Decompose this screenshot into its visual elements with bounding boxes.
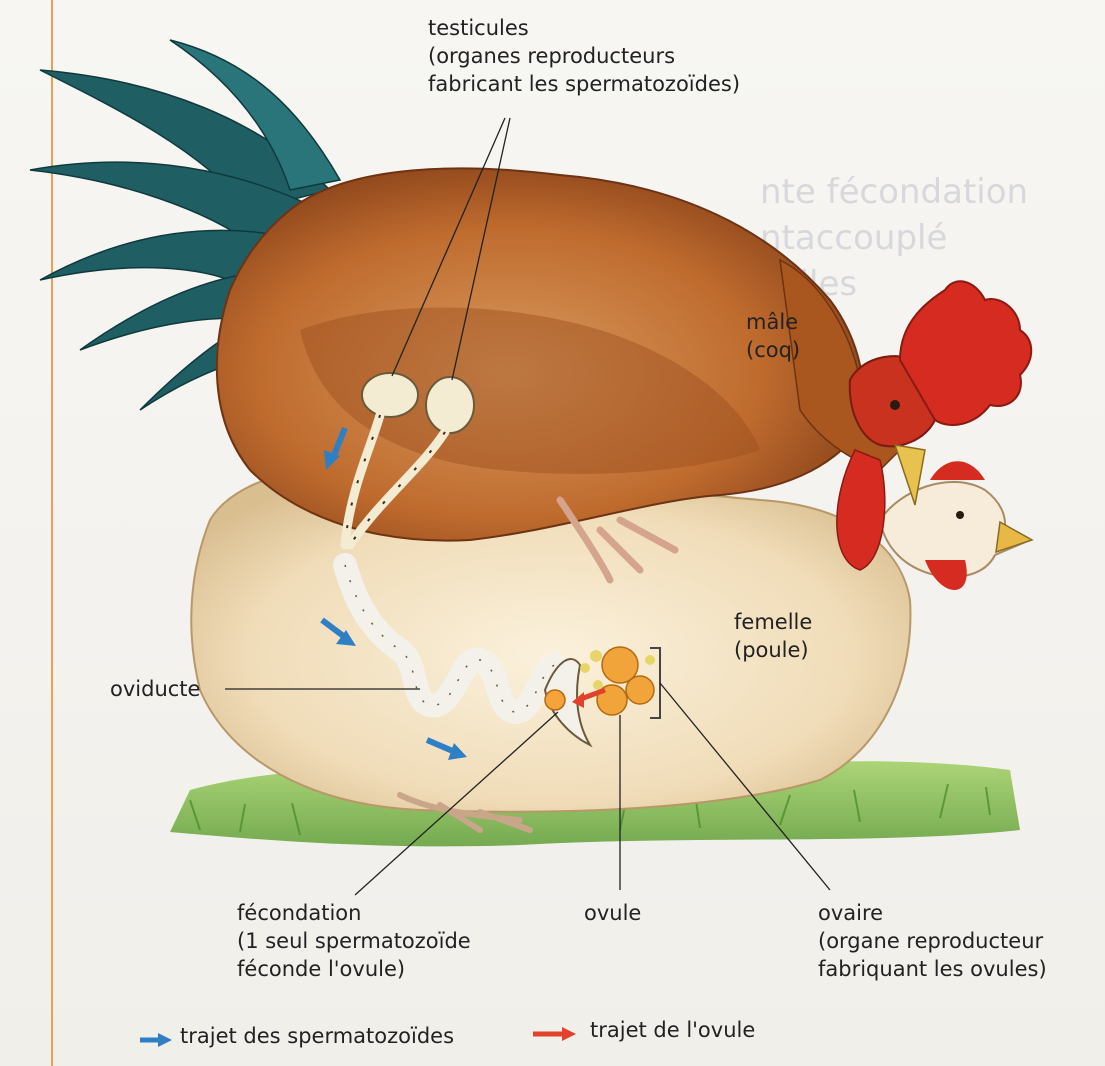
legend-sperm-label: trajet des spermatozoïdes bbox=[180, 1024, 454, 1048]
label-testicules: testicules (organes reproducteurs fabric… bbox=[428, 14, 740, 98]
hen-comb bbox=[930, 461, 985, 480]
legend-sperm-path: trajet des spermatozoïdes bbox=[180, 1024, 454, 1048]
label-ovule: ovule bbox=[584, 899, 641, 927]
testicle-right bbox=[426, 377, 474, 433]
label-oviducte: oviducte bbox=[110, 675, 200, 703]
label-fecondation: fécondation (1 seul spermatozoïde fécond… bbox=[237, 899, 471, 983]
legend-ovule-label: trajet de l'ovule bbox=[590, 1018, 755, 1042]
label-femelle: femelle (poule) bbox=[734, 608, 812, 664]
label-male: mâle (coq) bbox=[746, 308, 800, 364]
testicle-left bbox=[362, 373, 418, 417]
label-ovaire: ovaire (organe reproducteur fabriquant l… bbox=[818, 899, 1047, 983]
legend-ovule-path: trajet de l'ovule bbox=[590, 1018, 755, 1042]
fertilized-ovule bbox=[545, 690, 565, 710]
